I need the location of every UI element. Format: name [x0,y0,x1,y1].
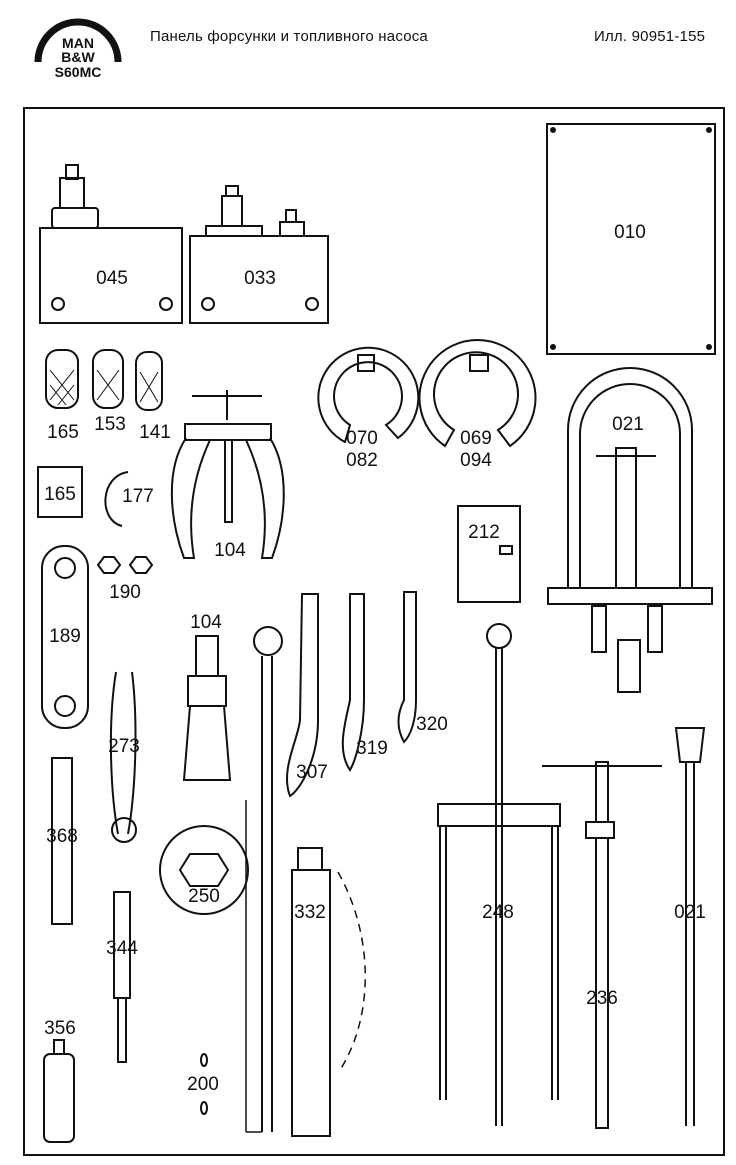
label-190: 190 [109,582,141,603]
part-177-circlip [104,471,129,527]
model-label: S60MC [55,64,102,80]
panel-title: Панель форсунки и топливного насоса [150,28,428,45]
label-344: 344 [106,938,138,959]
part-368-bar [51,757,73,925]
label-212: 212 [468,522,500,543]
part-021-puller [547,367,713,693]
part-069-spanner [418,339,537,448]
label-021-top: 021 [612,414,644,435]
part-190-nut-2 [128,556,154,574]
label-021-rod: 021 [674,902,706,923]
label-236: 236 [586,988,618,1009]
part-189-link [41,545,89,729]
part-104-extractor [182,635,232,781]
label-094: 094 [460,450,492,471]
part-273-tongs [109,671,137,835]
part-212-box [457,505,521,603]
knurled-pieces-165-153-141 [45,349,163,411]
label-368: 368 [46,826,78,847]
label-104-puller: 104 [214,540,246,561]
eye-bolt [253,626,283,656]
panel-frame [23,107,725,1156]
part-236-tool [542,761,662,1129]
part-070-spanner [317,346,420,444]
part-033-block [189,185,329,324]
label-307: 307 [296,762,328,783]
label-332: 332 [294,902,326,923]
label-356: 356 [44,1018,76,1039]
part-356-pin [43,1053,75,1143]
logo-text-man: MAN [62,35,94,51]
label-010: 010 [614,222,646,243]
label-045: 045 [96,268,128,289]
part-021-rod [674,727,706,1126]
label-248: 248 [482,902,514,923]
part-319-hook [341,593,365,772]
part-190-nut [96,556,122,574]
label-319: 319 [356,738,388,759]
part-307-hook [286,593,319,798]
label-069: 069 [460,428,492,449]
part-332-tool [291,847,366,1137]
label-250: 250 [188,886,220,907]
label-153: 153 [94,414,126,435]
logo-text-bw: B&W [61,49,95,65]
part-010-plate [546,123,716,355]
part-200-mark [200,1053,208,1067]
label-033: 033 [244,268,276,289]
part-320-hook [397,591,417,744]
label-189: 189 [49,626,81,647]
part-104-puller [170,390,285,559]
part-165-square [37,466,83,518]
man-bw-logo: MAN B&W S60MC [34,18,122,80]
part-045-block [39,164,183,324]
label-177: 177 [122,486,154,507]
part-250-sprocket [159,825,249,915]
label-165-top: 165 [47,422,79,443]
label-104-extractor: 104 [190,612,222,633]
label-200: 200 [187,1074,219,1095]
label-082: 082 [346,450,378,471]
illustration-number: Илл. 90951-155 [594,28,706,45]
label-273: 273 [108,736,140,757]
part-248-frame [437,623,561,1126]
label-320: 320 [416,714,448,735]
label-165-square: 165 [44,484,76,505]
label-070: 070 [346,428,378,449]
label-141: 141 [139,422,171,443]
